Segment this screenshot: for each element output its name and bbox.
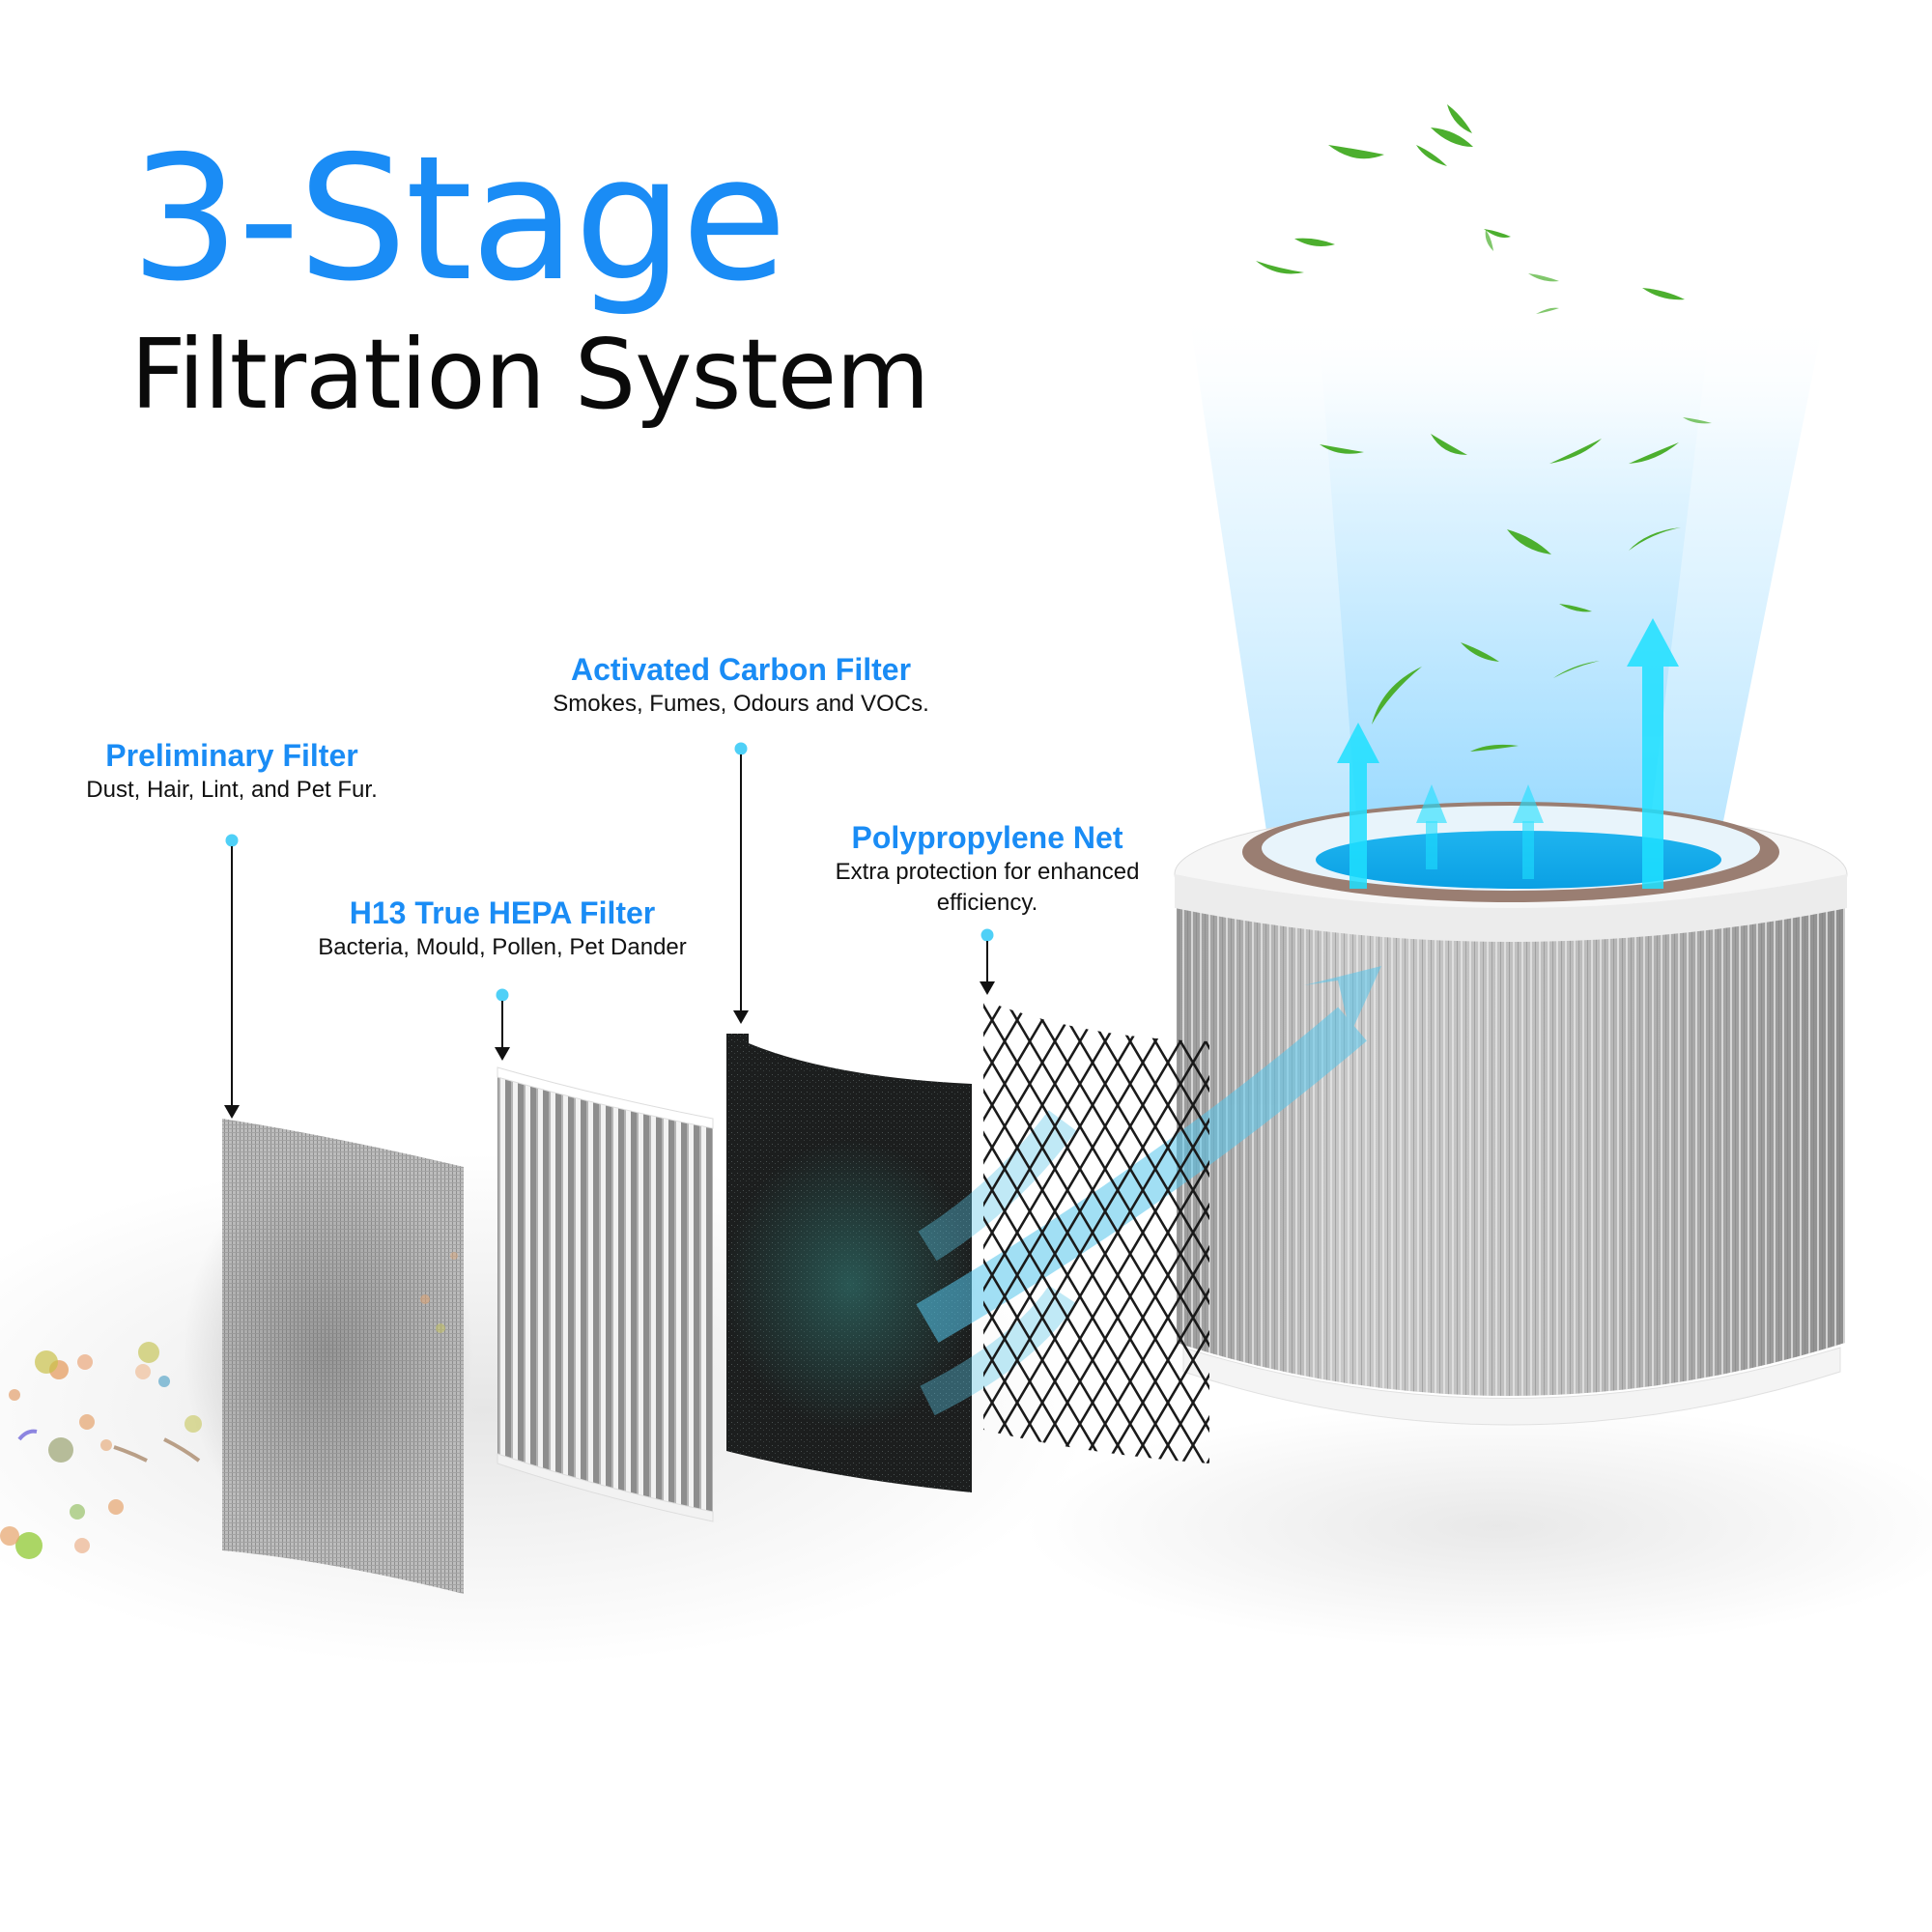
callout-dot [225,834,239,847]
callout-dot [496,988,509,1002]
stage-description-line-1: Extra protection for enhanced [835,859,1140,885]
stage-name: H13 True HEPA Filter [349,895,656,930]
stage-label-preliminary: Preliminary Filter Dust, Hair, Lint, and… [86,736,377,806]
down-arrow-icon [980,981,995,995]
light-beam [1188,309,1826,889]
particle-icon [0,1252,458,1559]
preliminary-filter-panel [184,1119,473,1594]
stage-name: Polypropylene Net [851,820,1123,855]
callout-line [740,754,742,1011]
stage-label-carbon: Activated Carbon Filter Smokes, Fumes, O… [553,650,928,720]
callout-dot [734,742,748,755]
down-arrow-icon [224,1105,240,1119]
stage-label-net: Polypropylene Net Extra protection for e… [836,818,1140,919]
stage-name: Preliminary Filter [105,738,358,773]
stage-description-line-2: efficiency. [936,890,1038,916]
stage-name: Activated Carbon Filter [570,652,912,687]
page-subtitle: Filtration System [130,318,930,431]
callout-line [501,1001,503,1049]
stage-description: Smokes, Fumes, Odours and VOCs. [553,691,929,717]
carbon-filter-panel [724,1034,976,1492]
leaf-icon [1256,104,1712,850]
polypropylene-net-panel [983,1000,1209,1463]
callout-dot [980,928,994,942]
down-arrow-icon [495,1047,510,1061]
callout-line [231,846,233,1107]
stage-label-hepa: H13 True HEPA Filter Bacteria, Mould, Po… [318,894,687,963]
page-title: 3-Stage [130,119,787,319]
stage-description: Bacteria, Mould, Pollen, Pet Dander [318,934,687,960]
down-arrow-icon [733,1010,749,1024]
hepa-filter-panel [497,1066,714,1522]
stage-description: Dust, Hair, Lint, and Pet Fur. [86,777,378,803]
up-arrow-icon [1337,618,1679,889]
callout-line [986,941,988,983]
